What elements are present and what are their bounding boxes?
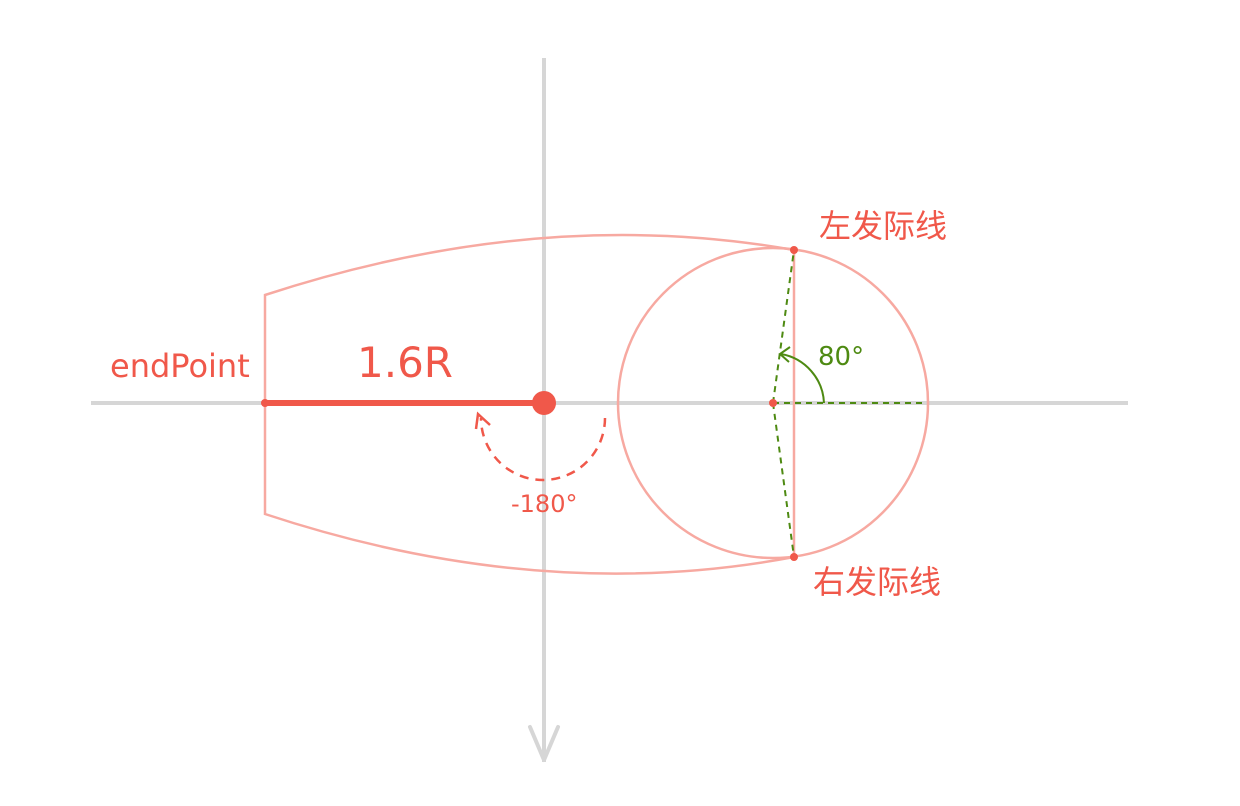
- rotation-label: -180°: [511, 490, 578, 518]
- angle-ray-lower: [772, 402, 795, 558]
- face-circle: [616, 246, 930, 560]
- rotation-arc: [479, 417, 607, 482]
- y-axis-arrow-icon: [528, 725, 560, 762]
- circle-center-point: [769, 399, 777, 407]
- angle-arrow-icon: [778, 346, 791, 363]
- angle-label: 80°: [818, 342, 865, 372]
- origin-point: [532, 391, 556, 415]
- angle-ray-upper: [772, 249, 795, 404]
- end-point-label: endPoint: [110, 347, 250, 385]
- left-hairline-label: 左发际线: [819, 207, 948, 245]
- right-hairline-label: 右发际线: [813, 563, 942, 601]
- angle-arc: [780, 353, 825, 404]
- right-hairline-point: [790, 553, 798, 561]
- radius-label: 1.6R: [357, 338, 453, 387]
- rotation-arrow-icon: [474, 411, 491, 430]
- left-hairline-point: [790, 246, 798, 254]
- end-point: [261, 399, 269, 407]
